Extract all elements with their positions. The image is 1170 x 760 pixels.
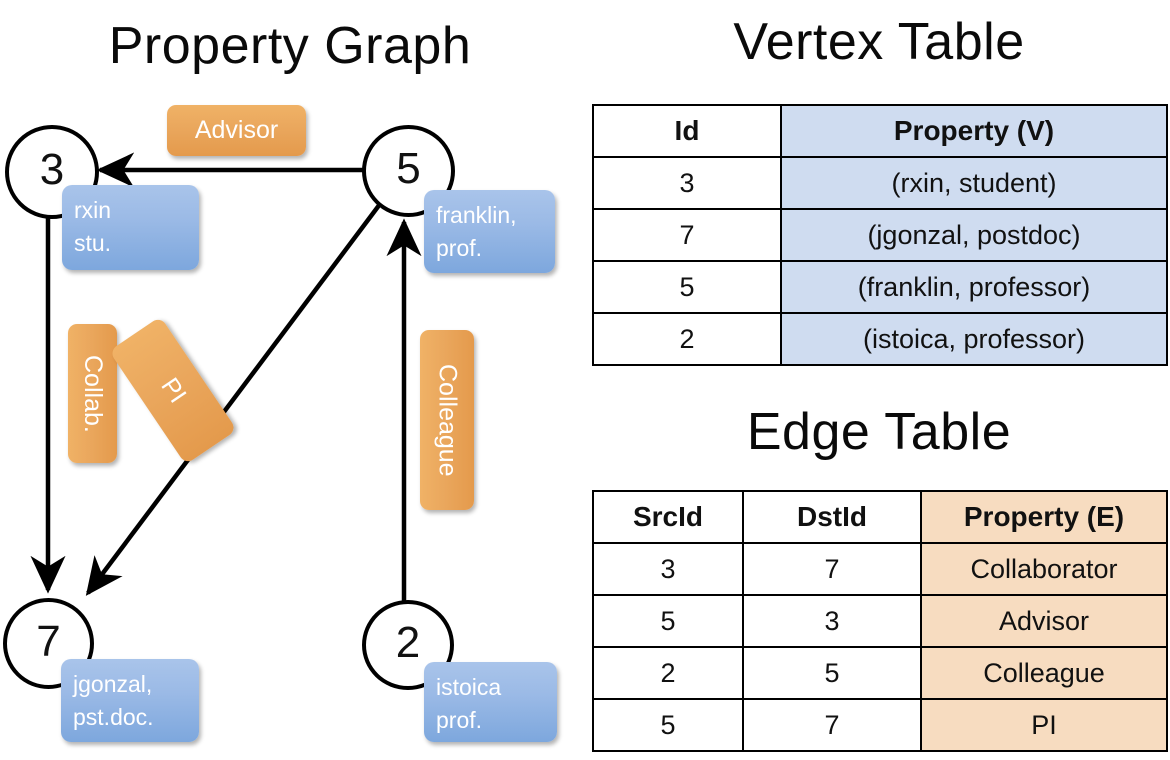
vertex-table-row[interactable]: 5 (franklin, professor) (592, 260, 1168, 314)
graph-node-7-property-line2: pst.doc. (73, 704, 154, 731)
graph-node-3[interactable]: 3 (5, 125, 99, 219)
page-title-property-graph: Property Graph (108, 17, 472, 75)
graph-edge-lines (30, 152, 422, 602)
graph-node-3-id: 3 (39, 145, 65, 194)
vertex-table-header-row: Id Property (V) (592, 104, 1168, 158)
edge-label-colleague-text: Colleague (433, 363, 462, 477)
edge-line-5-to-7 (85, 202, 382, 596)
edge-label-collab-text: Collab. (79, 354, 107, 433)
edge-table-row[interactable]: 2 5 Colleague (592, 646, 1168, 700)
vertex-table-row[interactable]: 7 (jgonzal, postdoc) (592, 208, 1168, 262)
property-graph-diagram: 3 5 7 2 rxin stu. franklin, prof. jgonza… (0, 90, 585, 760)
page-title-edge-table: Edge Table (746, 403, 1012, 461)
edge-row-1-property: Advisor (920, 594, 1168, 648)
vertex-table-row[interactable]: 2 (istoica, professor) (592, 312, 1168, 366)
graph-node-5[interactable]: 5 (362, 125, 455, 217)
edge-table-header-row: SrcId DstId Property (E) (592, 490, 1168, 544)
edge-row-2-property: Colleague (920, 646, 1168, 700)
edge-table: SrcId DstId Property (E) 3 7 Collaborato… (592, 490, 1168, 752)
edge-table-header-dstid: DstId (742, 490, 922, 544)
vertex-table-header-id: Id (592, 104, 782, 158)
graph-node-2-property-box: istoica prof. (424, 662, 557, 742)
edge-label-collab: Collab. (68, 324, 117, 463)
edge-row-2-src: 2 (592, 646, 744, 700)
edge-row-1-dst: 3 (742, 594, 922, 648)
edge-row-3-src: 5 (592, 698, 744, 752)
edge-label-pi-text: PI (155, 372, 192, 408)
vertex-row-3-property: (istoica, professor) (780, 312, 1168, 366)
vertex-table-row[interactable]: 3 (rxin, student) (592, 156, 1168, 210)
edge-row-1-src: 5 (592, 594, 744, 648)
graph-node-7-id: 7 (36, 616, 61, 666)
vertex-row-1-property: (jgonzal, postdoc) (780, 208, 1168, 262)
graph-node-7-property-box: jgonzal, pst.doc. (61, 659, 199, 742)
vertex-table: Id Property (V) 3 (rxin, student) 7 (jgo… (592, 104, 1168, 366)
graph-node-2-id: 2 (395, 618, 421, 667)
edge-label-advisor: Advisor (167, 105, 306, 156)
vertex-row-0-id: 3 (592, 156, 782, 210)
graph-node-7-property-line1: jgonzal, (73, 671, 153, 697)
vertex-row-0-property: (rxin, student) (780, 156, 1168, 210)
edge-row-3-dst: 7 (742, 698, 922, 752)
graph-node-5-property-box: franklin, prof. (424, 190, 555, 273)
graph-node-5-id: 5 (396, 144, 421, 193)
graph-node-3-property-line2: stu. (74, 230, 112, 257)
vertex-row-2-property: (franklin, professor) (780, 260, 1168, 314)
graph-node-5-property-line2: prof. (436, 235, 483, 262)
edge-row-2-dst: 5 (742, 646, 922, 700)
graph-node-5-property-line1: franklin, (436, 202, 517, 228)
vertex-row-3-id: 2 (592, 312, 782, 366)
vertex-table-header-property: Property (V) (780, 104, 1168, 158)
edge-row-0-property: Collaborator (920, 542, 1168, 596)
edge-label-colleague: Colleague (420, 330, 474, 510)
graph-node-3-property-box: rxin stu. (62, 185, 199, 270)
edge-label-advisor-text: Advisor (194, 116, 279, 144)
graph-node-2-property-line1: istoica (436, 674, 502, 700)
page-title-vertex-table: Vertex Table (733, 13, 1025, 71)
edge-table-row[interactable]: 5 7 PI (592, 698, 1168, 752)
vertex-row-1-id: 7 (592, 208, 782, 262)
graph-node-3-property-line1: rxin (74, 197, 112, 223)
edge-table-row[interactable]: 3 7 Collaborator (592, 542, 1168, 596)
edge-row-3-property: PI (920, 698, 1168, 752)
graph-node-2-property-line2: prof. (436, 707, 483, 734)
edge-table-header-srcid: SrcId (592, 490, 744, 544)
edge-row-0-dst: 7 (742, 542, 922, 596)
edge-table-row[interactable]: 5 3 Advisor (592, 594, 1168, 648)
edge-table-header-property: Property (E) (920, 490, 1168, 544)
vertex-row-2-id: 5 (592, 260, 782, 314)
edge-row-0-src: 3 (592, 542, 744, 596)
